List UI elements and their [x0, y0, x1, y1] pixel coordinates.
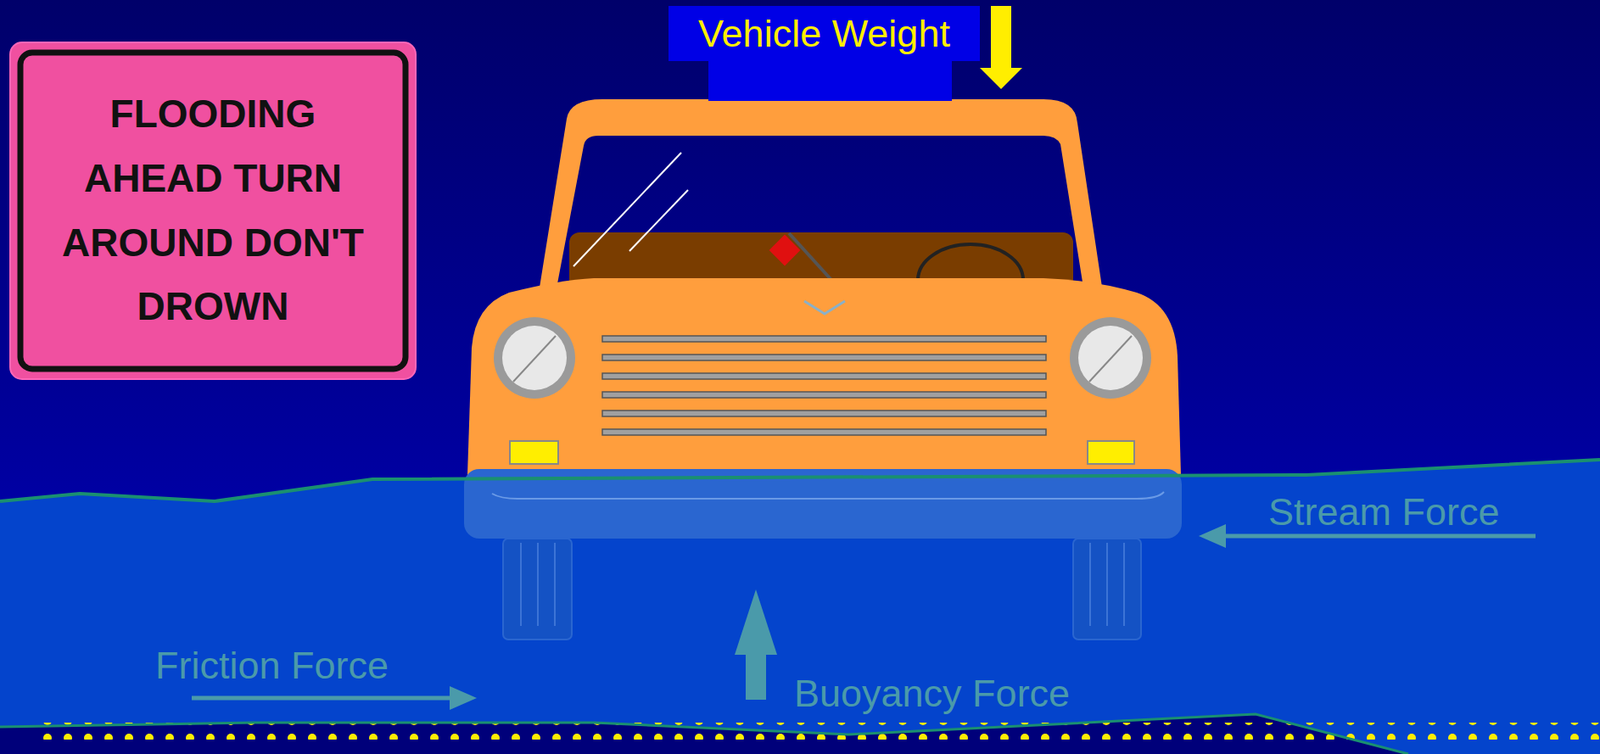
- force-label: Stream Force: [1268, 492, 1500, 532]
- force-label: Buoyancy Force: [794, 674, 1070, 713]
- mirror-stalk: [788, 233, 832, 280]
- warning-sign: FLOODING AHEAD TURN AROUND DON'T DROWN: [30, 62, 396, 359]
- friction-force-arrow: [191, 686, 477, 711]
- stream-bed-line: [0, 714, 1409, 754]
- sign-border: [20, 52, 406, 370]
- glass-glint: [573, 152, 682, 267]
- submerged-tire: [503, 538, 1142, 640]
- indicator-light: [1087, 441, 1135, 465]
- node-text: Vehicle Weight: [698, 12, 951, 56]
- weight-box-stem: [708, 59, 952, 101]
- bumper-highlight: [492, 492, 1164, 499]
- headlight: [1069, 317, 1152, 399]
- weight-arrow: [979, 5, 1023, 90]
- node-text: FLOODING AHEAD TURN AROUND DON'T DROWN: [37, 82, 389, 341]
- buoyancy-force-arrow: [734, 589, 778, 700]
- weight-label-box: Vehicle Weight: [668, 5, 980, 62]
- tire-tread: [520, 542, 1125, 627]
- steering-wheel: [917, 244, 1024, 280]
- weight-box: [668, 5, 980, 62]
- hood-emblem: [804, 301, 845, 314]
- indicator-light: [509, 441, 559, 465]
- glass-glint: [629, 190, 689, 252]
- flood-water: [0, 459, 1600, 754]
- sign-panel: [10, 42, 416, 380]
- mirror: [769, 234, 801, 267]
- gravel-dots: [42, 722, 1600, 740]
- grille: [602, 335, 1047, 436]
- headlight: [493, 317, 576, 399]
- force-label: Friction Force: [155, 646, 389, 685]
- car-body: [467, 278, 1181, 476]
